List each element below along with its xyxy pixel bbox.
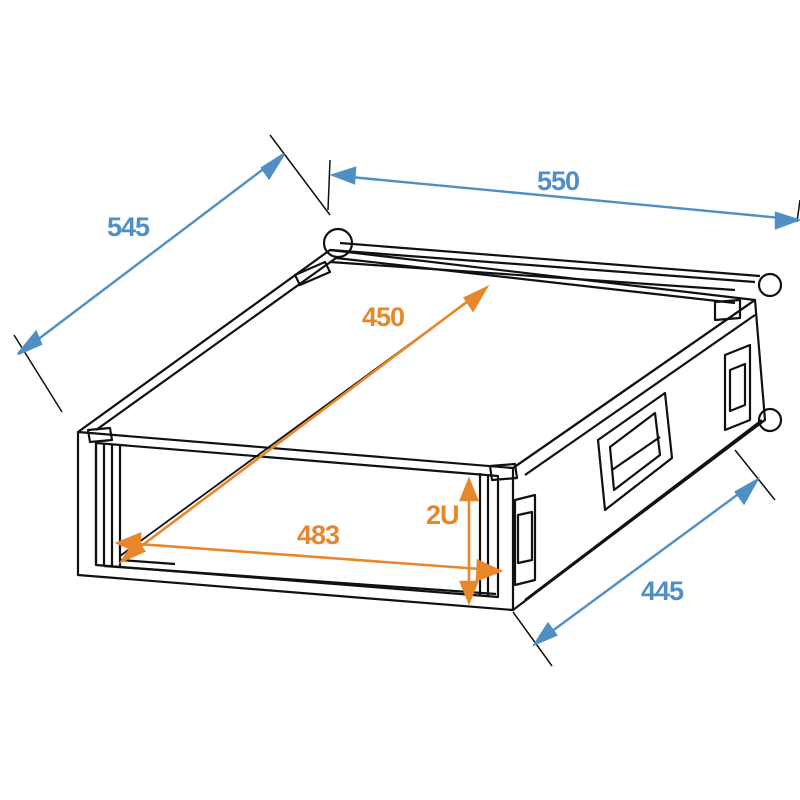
dim-line-rack-483 bbox=[123, 541, 495, 572]
dim-line-width-550 bbox=[339, 174, 793, 221]
label-depth-545: 545 bbox=[107, 212, 150, 242]
label-height-2u: 2U bbox=[426, 500, 460, 530]
label-front-445: 445 bbox=[641, 576, 684, 606]
side-face-outline bbox=[512, 298, 767, 611]
label-inner-depth-450: 450 bbox=[362, 302, 405, 332]
side-handle bbox=[596, 391, 674, 512]
label-width-550: 550 bbox=[537, 166, 580, 196]
label-rack-width-483: 483 bbox=[297, 520, 340, 550]
dim-line-inner-depth-450 bbox=[127, 290, 481, 558]
dim-line-front-445 bbox=[539, 483, 753, 641]
dim-line-depth-545 bbox=[23, 157, 279, 351]
top-face-outline bbox=[77, 248, 757, 469]
